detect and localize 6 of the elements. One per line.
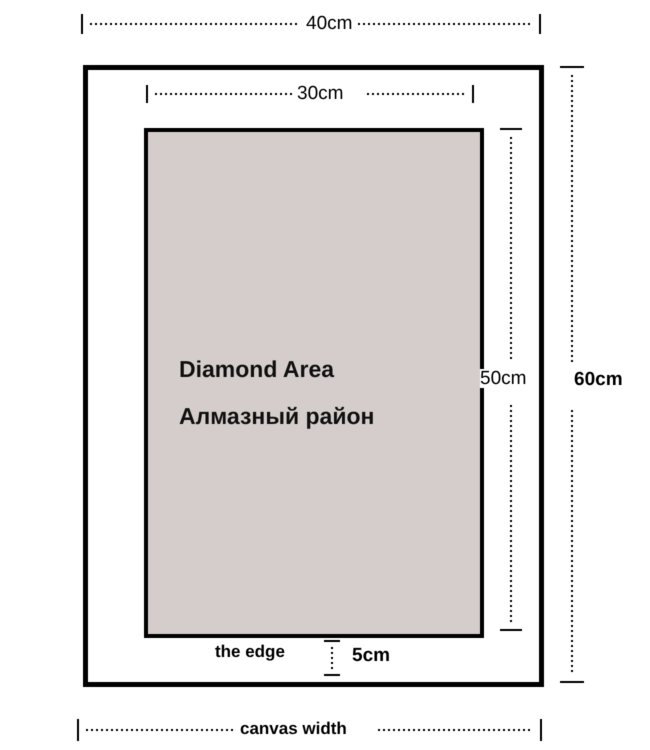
dimension-label: 50cm	[480, 369, 526, 388]
area-label: Алмазный район	[179, 405, 374, 428]
canvas-frame	[83, 65, 544, 687]
area-label: Diamond Area	[179, 358, 334, 381]
note-text: the edge	[215, 643, 285, 660]
dimension-label: canvas width	[240, 720, 347, 737]
